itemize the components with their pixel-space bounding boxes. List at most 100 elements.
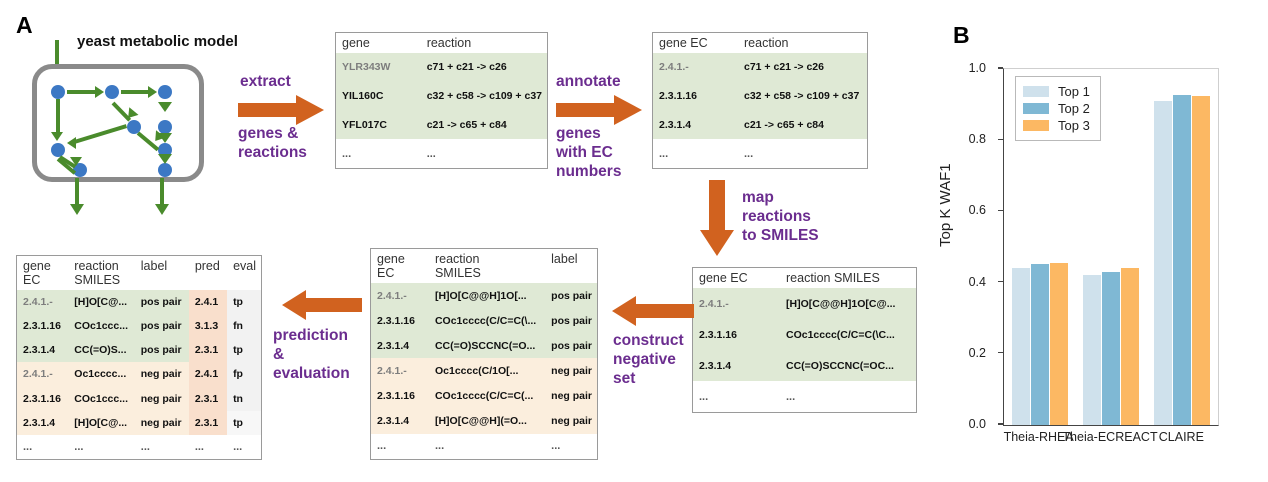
col-header: label [134,256,189,290]
network-node [158,85,172,99]
y-tick-label: 0.0 [968,417,986,431]
legend-swatch [1023,103,1049,114]
legend-label: Top 1 [1058,84,1090,99]
col-header: pred [188,256,228,290]
legend-label: Top 3 [1058,118,1090,133]
x-tick-label: Theia-RHEA [1003,430,1074,444]
cell-pred: 2.3.1 [188,410,228,435]
cell-gene-ec: ... [659,147,669,160]
cell-gene-ec: 2.4.1.- [23,296,53,309]
col-header: reaction [420,33,547,53]
cell-eval: tp [227,290,261,315]
cell-label: neg pair [140,392,182,405]
y-tick-mark [998,209,1003,212]
construct-arrow-icon [612,296,694,326]
cell-label: neg pair [551,364,592,377]
panel-b-letter: B [953,22,970,48]
col-header: reaction [738,33,867,53]
table-row: 2.4.1.-c71 + c21 -> c26 [653,53,867,82]
col-header: gene [336,33,421,53]
step-prediction-label: prediction & evaluation [273,327,350,382]
table-row: 2.4.1.- [H]O[C@... pos pair 2.4.1 tp [17,290,261,315]
cell-pred: ... [194,440,204,453]
step-annotate-sublabel: genes with EC numbers [556,125,622,180]
legend-item: Top 2 [1023,100,1090,117]
step-construct-label: construct negative set [613,332,684,387]
y-tick-mark [998,423,1003,425]
cell-smiles: [H]O[C@@H]1O[C@... [786,297,896,310]
step-map-label: map reactions to SMILES [742,189,819,244]
chart-legend: Top 1 Top 2 Top 3 [1015,76,1101,141]
cell-pred: 2.3.1 [188,338,228,363]
cell-reaction: ... [426,147,436,160]
table-row: 2.3.1.4[H]O[C@@H](=O...neg pair [371,408,597,434]
cell-smiles: CC(=O)SCCNC(=OC... [786,359,894,372]
legend-swatch [1023,120,1049,131]
cell-label: pos pair [140,320,182,333]
cell-smiles: [H]O[C@... [74,296,128,309]
table-evaluation: gene EC reaction SMILES label pred eval … [16,255,262,460]
network-edge-head [158,154,172,164]
cell-gene-ec: 2.4.1.- [377,364,407,377]
network-node [51,143,65,157]
table-row: 2.3.1.4 CC(=O)SCCNC(=OC... [693,350,916,381]
plot-area [1003,68,1219,426]
cell-smiles: Oc1cccc(C/1O[... [434,364,519,377]
table-row: ......... [371,433,597,459]
col-header: reaction SMILES [780,268,916,288]
y-tick-mark [998,67,1003,69]
bar-top-1 [1011,268,1030,425]
network-edge-head [148,86,157,98]
cell-label: neg pair [551,390,592,403]
network-outflow-arrowhead [155,204,169,215]
network-node [127,120,141,134]
legend-item: Top 3 [1023,117,1090,134]
cell-smiles: CC(=O)SCCNC(=O... [434,339,536,352]
bar-top-2 [1030,264,1049,425]
cell-smiles: ... [434,440,445,453]
cell-gene-ec: 2.3.1.4 [699,359,732,372]
col-header: gene EC [371,249,429,283]
cell-gene-ec: 2.3.1.16 [23,320,61,333]
table-row: 2.3.1.4 CC(=O)S... pos pair 2.3.1 tp [17,338,261,363]
cell-eval: tp [227,410,261,435]
prediction-arrow-icon [282,290,362,320]
cell-reaction: c71 + c21 -> c26 [744,61,824,74]
cell-smiles: Oc1cccc... [74,368,127,381]
bar-top-1 [1083,275,1101,425]
cell-label: pos pair [140,296,182,309]
cell-pred: 3.1.3 [188,314,228,339]
network-edge [70,124,128,145]
network-edge-head [70,157,82,166]
cell-smiles: [H]O[C@... [74,416,128,429]
cell-smiles: [H]O[C@@H](=O... [434,415,527,428]
col-header: gene EC [653,33,738,53]
cell-gene: YLR343W [342,61,391,74]
bar-top-3 [1192,96,1211,425]
legend-swatch [1023,86,1049,97]
cell-gene-ec: 2.3.1.16 [377,390,415,403]
network-inflow-arrow [55,40,59,76]
cell-gene-ec: ... [23,440,33,453]
network-edge-head [51,132,63,141]
cell-gene-ec: 2.3.1.4 [23,344,56,357]
cell-smiles: ... [786,390,796,403]
legend-label: Top 2 [1058,101,1090,116]
cell-label: neg pair [551,415,592,428]
cell-gene-ec: 2.3.1.16 [659,90,697,103]
network-title: yeast metabolic model [77,33,238,50]
network-node [158,120,172,134]
table-row: ...... [693,381,916,412]
network-edge-head [158,102,172,112]
bar-top-2 [1173,94,1192,425]
cell-smiles: [H]O[C@@H]1O[... [434,289,527,302]
y-tick-label: 0.4 [968,274,986,289]
cell-gene: YFL017C [342,118,387,131]
x-tick-label: Theia-ECREACT [1062,430,1158,444]
network-node [73,163,87,177]
